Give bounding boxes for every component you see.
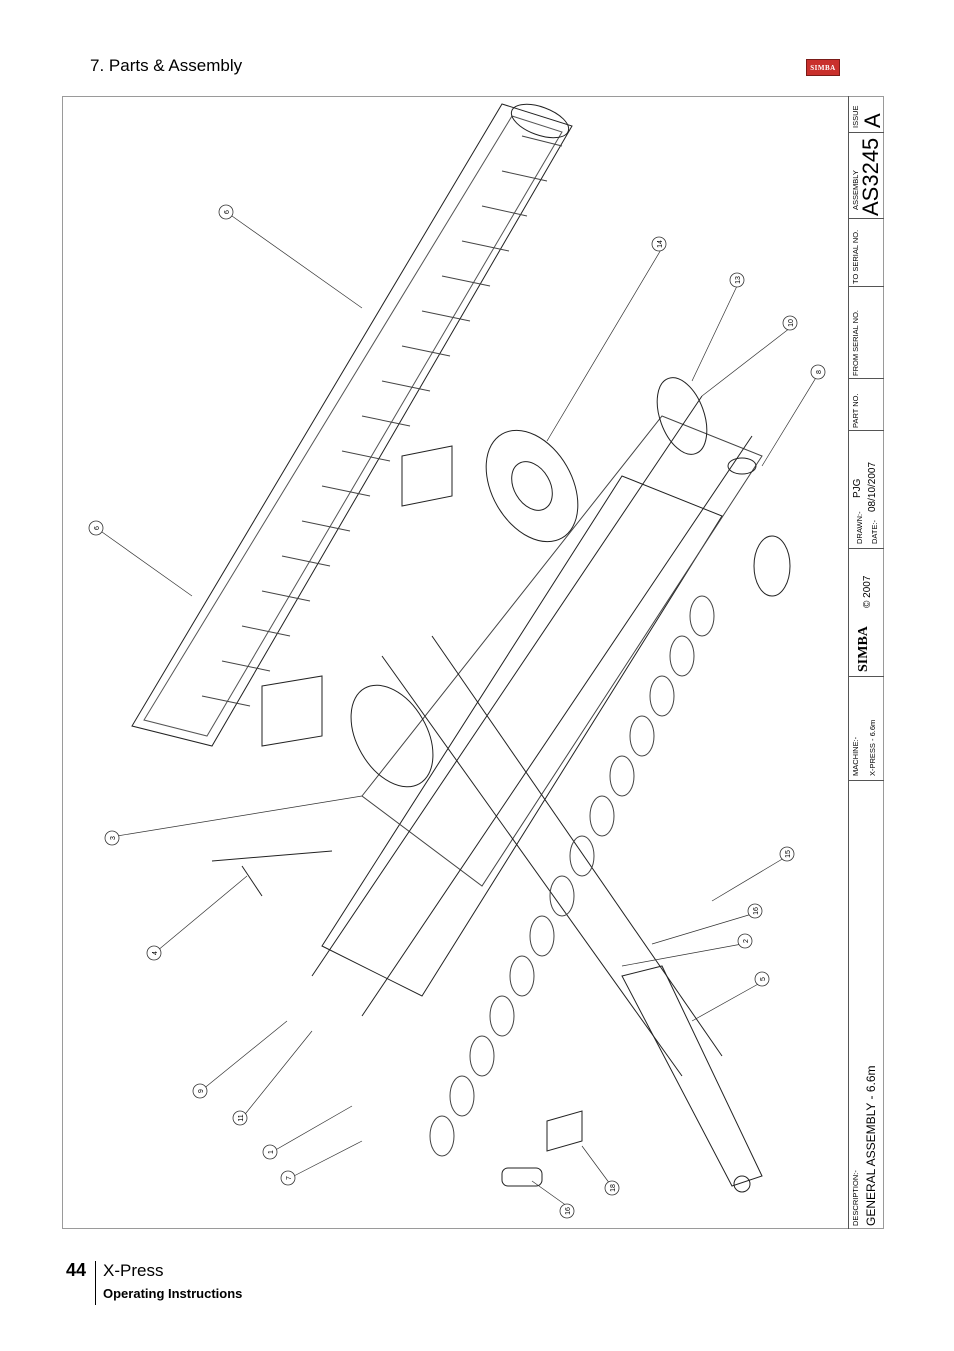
brand-logo-text: SIMBA xyxy=(810,63,836,72)
description-value: GENERAL ASSEMBLY - 6.6m xyxy=(864,1065,878,1226)
callout-9: 9 xyxy=(198,1089,205,1093)
drawing-frame xyxy=(62,96,884,1229)
section-title: 7. Parts & Assembly xyxy=(90,56,243,75)
issue-value: A xyxy=(860,113,885,128)
main-frame xyxy=(211,377,791,1193)
callout-6a: 6 xyxy=(224,210,231,214)
part-no-label: PART NO. xyxy=(851,393,860,428)
from-serial-label: FROM SERIAL NO. xyxy=(851,310,860,376)
machine-label: MACHINE:- xyxy=(851,736,860,776)
callout-5: 5 xyxy=(760,977,767,981)
callout-11: 11 xyxy=(238,1114,245,1121)
callout-10: 10 xyxy=(788,319,795,327)
title-block-logo: SIMBA xyxy=(856,626,871,672)
callout-8: 8 xyxy=(816,370,823,374)
drawn-value: PJG xyxy=(852,478,863,498)
page-number: 44 xyxy=(66,1260,87,1280)
callout-15: 16 xyxy=(753,907,760,915)
packer-roller xyxy=(131,103,573,747)
machine-value: X-PRESS - 6.6m xyxy=(868,719,877,776)
callout-2: 2 xyxy=(743,939,750,943)
document-subtitle: Operating Instructions xyxy=(103,1286,243,1301)
assembly-drawing: 6 6 14 13 10 8 3 4 15 16 2 5 9 11 1 7 18… xyxy=(88,103,826,1219)
callout-6b: 6 xyxy=(94,526,101,530)
description-label: DESCRIPTION:- xyxy=(851,1170,860,1226)
date-value: 08/10/2007 xyxy=(867,461,878,512)
date-label: DATE:- xyxy=(870,519,879,544)
assembly-value: AS3245 xyxy=(858,137,883,216)
callout-12: 13 xyxy=(735,276,742,284)
callout-leaders xyxy=(101,215,818,1207)
issue-label: ISSUE xyxy=(851,105,860,128)
callout-labels: 6 6 14 13 10 8 3 4 15 16 2 5 9 11 1 7 18… xyxy=(94,210,823,1215)
callout-16: 16 xyxy=(565,1207,572,1215)
copyright: © 2007 xyxy=(862,575,873,608)
callout-7: 7 xyxy=(286,1176,293,1180)
callout-13: 14 xyxy=(657,240,664,248)
callout-4: 4 xyxy=(152,951,159,955)
to-serial-label: TO SERIAL NO. xyxy=(851,229,860,284)
drawn-label: DRAWN:- xyxy=(855,511,864,544)
footer-divider xyxy=(95,1261,96,1305)
product-name: X-Press xyxy=(103,1261,164,1280)
title-block xyxy=(848,96,884,1229)
callout-1: 1 xyxy=(268,1150,275,1154)
callout-18: 18 xyxy=(610,1184,617,1192)
callout-3: 3 xyxy=(110,836,117,840)
brand-logo: SIMBA xyxy=(806,59,840,76)
callout-14: 15 xyxy=(785,850,792,858)
callout-balloons xyxy=(88,204,826,1219)
